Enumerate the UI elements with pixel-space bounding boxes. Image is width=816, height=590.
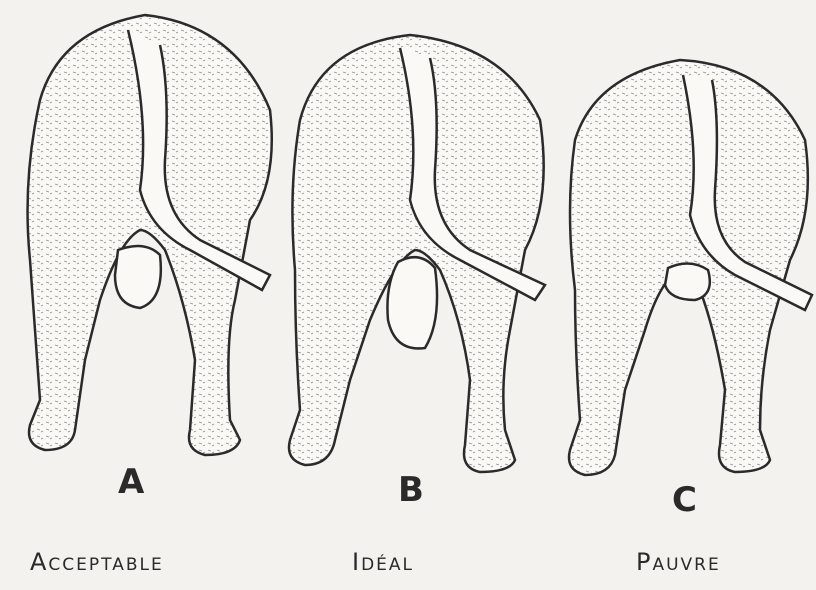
label-a: A	[118, 462, 144, 502]
caption-acceptable: Acceptable	[30, 548, 164, 576]
caption-ideal: Idéal	[352, 548, 414, 576]
caption-pauvre: Pauvre	[636, 548, 721, 576]
label-b: B	[398, 470, 424, 510]
rear-view-c	[569, 60, 812, 475]
label-c: C	[672, 480, 697, 520]
rear-view-a	[28, 15, 272, 455]
rear-view-b	[289, 35, 545, 472]
